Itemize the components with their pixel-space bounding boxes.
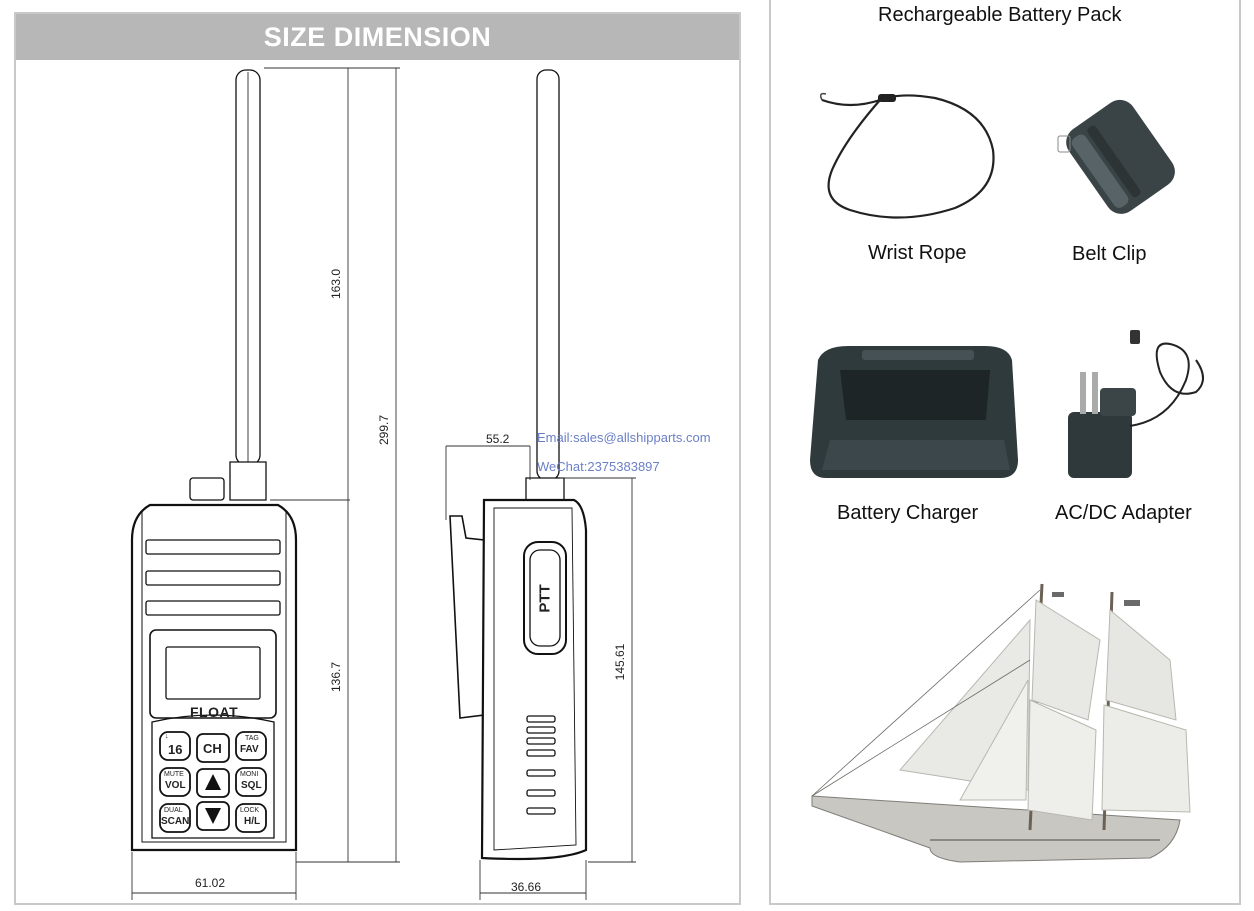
accessories-panel [769, 0, 1241, 905]
dimension-antenna-height: 163.0 [329, 268, 343, 300]
size-dimension-header: SIZE DIMENSION [16, 14, 739, 60]
belt-clip-label: Belt Clip [1072, 243, 1147, 265]
key-fav-label: FAV [240, 744, 259, 755]
dimension-total-height: 299.7 [377, 414, 391, 446]
wrist-rope-label: Wrist Rope [868, 242, 967, 264]
size-dimension-title: SIZE DIMENSION [263, 21, 492, 52]
key-fav-sublabel: TAG [245, 735, 259, 742]
key-scan-label: SCAN [161, 816, 190, 827]
key-vol-label: VOL [165, 780, 186, 791]
watermark-email: Email:sales@allshipparts.com [537, 430, 711, 445]
dimension-body-height-side: 145.61 [613, 643, 627, 681]
ptt-label: PTT [536, 584, 554, 613]
key-16-sublabel: ↓ [165, 733, 169, 740]
key-sql-label: SQL [241, 780, 262, 791]
ac-dc-adapter-label: AC/DC Adapter [1055, 502, 1192, 524]
key-ch-label: CH [203, 741, 222, 756]
watermark-wechat: WeChat:2375383897 [537, 459, 660, 474]
brand-logo-float: FLOAT [190, 704, 239, 720]
dimension-clip-depth: 55.2 [486, 432, 510, 446]
key-vol-sublabel: MUTE [164, 771, 184, 778]
key-sql-sublabel: MONI [240, 771, 259, 778]
battery-pack-title: Rechargeable Battery Pack [878, 4, 1122, 26]
key-scan-sublabel: DUAL [164, 807, 183, 814]
key-16-label: 16 [168, 742, 183, 757]
dimension-side-depth: 36.66 [511, 880, 542, 894]
dimension-body-height-front: 136.7 [329, 661, 343, 693]
dimension-width-front: 61.02 [195, 876, 226, 890]
battery-charger-label: Battery Charger [837, 502, 979, 524]
key-hl-label: H/L [244, 816, 261, 827]
key-hl-sublabel: LOCK [240, 807, 260, 814]
